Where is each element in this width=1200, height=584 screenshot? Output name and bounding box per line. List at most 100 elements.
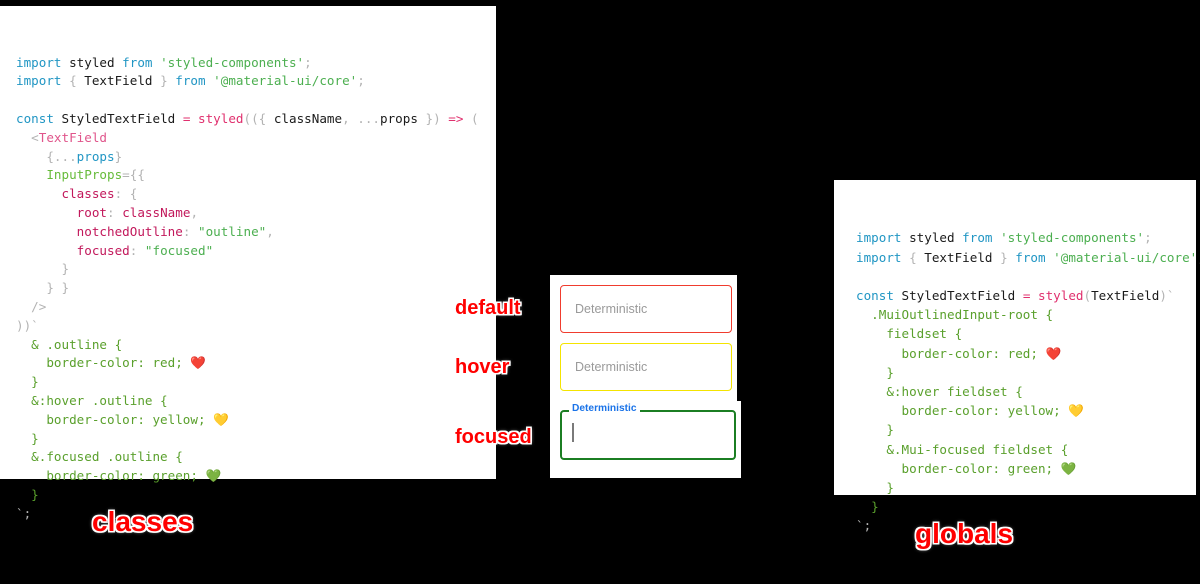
code-token: notchedOutline: [76, 223, 183, 239]
code-token: 💛: [1068, 403, 1084, 419]
textfield-focused-fieldset: [560, 410, 736, 460]
code-line: classes: {: [16, 185, 496, 204]
code-token: `;: [856, 518, 872, 534]
code-token: [16, 243, 77, 258]
code-line: border-color: green; 💚: [856, 459, 1196, 478]
text-caret: [572, 423, 574, 442]
code-line: import { TextField } from '@material-ui/…: [16, 72, 496, 91]
code-token: }: [16, 430, 39, 446]
code-line: border-color: red; ❤️: [16, 354, 496, 373]
code-line: const StyledTextField = styled(TextField…: [856, 286, 1196, 305]
textfield-demo-panel: Deterministic Deterministic: [550, 275, 737, 401]
code-token: const: [16, 110, 62, 126]
code-line: root: className,: [16, 204, 496, 223]
code-token: [16, 205, 77, 220]
code-token: (: [1083, 288, 1092, 304]
code-token: border-color: green;: [856, 460, 1061, 476]
code-token: ,: [190, 204, 199, 220]
code-panel-globals: import styled from 'styled-components';i…: [834, 180, 1200, 533]
code-line: [16, 91, 496, 110]
code-token: }: [856, 480, 894, 496]
code-token: "outline": [198, 223, 267, 239]
code-token: &.Mui-focused fieldset {: [856, 441, 1069, 457]
code-token: :: [107, 204, 123, 220]
code-token: &.focused .outline {: [16, 449, 183, 465]
code-token: import: [856, 230, 910, 246]
code-token: props: [380, 110, 418, 126]
code-panel-classes: import styled from 'styled-components';i…: [0, 6, 496, 521]
code-block-globals[interactable]: import styled from 'styled-components';i…: [856, 228, 1200, 535]
code-token: }: [856, 364, 894, 380]
code-line: }: [856, 497, 1196, 516]
code-token: }: [16, 261, 70, 277]
code-line: import styled from 'styled-components';: [16, 54, 496, 73]
code-token: import: [16, 73, 70, 89]
code-token: ❤️: [190, 355, 207, 371]
code-line: <TextField: [16, 129, 496, 148]
code-line: &:hover .outline {: [16, 392, 496, 411]
code-line: } }: [16, 279, 496, 298]
code-line: InputProps={{: [16, 166, 496, 185]
code-line: {...props}: [16, 148, 496, 167]
code-token: ,: [266, 223, 274, 239]
code-line: border-color: green; 💚: [16, 467, 496, 486]
code-token: ,: [342, 110, 358, 126]
code-token: [16, 186, 62, 201]
code-token: '@material-ui/core': [213, 73, 358, 89]
code-token: className: [122, 204, 191, 220]
code-token: root: [76, 204, 108, 220]
code-token: styled: [198, 110, 244, 126]
annotation-hover: hover: [455, 356, 510, 378]
code-line: [856, 267, 1196, 286]
code-token: className: [273, 110, 343, 126]
code-token: border-color: red;: [16, 355, 191, 371]
textfield-focused[interactable]: Deterministic: [560, 403, 736, 460]
code-token: from: [962, 230, 1001, 246]
code-line: &:hover fieldset {: [856, 382, 1196, 401]
textfield-demo-panel-focused: Deterministic: [550, 401, 741, 478]
code-token: (: [471, 110, 479, 126]
code-token: }: [992, 249, 1016, 265]
code-line: `;: [16, 505, 496, 524]
code-token: />: [16, 298, 47, 314]
code-token: } }: [16, 280, 70, 296]
textfield-hover[interactable]: Deterministic: [560, 343, 732, 391]
code-token: TextField: [84, 73, 153, 89]
code-token: }: [16, 374, 39, 390]
code-line: />: [16, 298, 496, 317]
code-token: "focused": [144, 242, 214, 258]
code-token: =>: [448, 110, 472, 126]
code-token: ...: [53, 148, 77, 164]
code-line: import { TextField } from '@material-ui/…: [856, 248, 1200, 267]
code-token: : {: [114, 186, 138, 202]
code-line: border-color: yellow; 💛: [16, 411, 496, 430]
code-token: styled: [1038, 288, 1084, 304]
code-token: fieldset {: [856, 326, 963, 342]
code-token: }: [152, 73, 176, 89]
code-token: ;: [304, 54, 312, 70]
code-token: 💛: [213, 411, 229, 427]
code-token: import: [856, 249, 910, 265]
code-line: }: [16, 486, 496, 505]
code-token: TextField: [924, 249, 993, 265]
code-line: ))`: [16, 317, 496, 336]
code-token: 💚: [1060, 460, 1077, 476]
code-token: StyledTextField: [61, 110, 183, 126]
code-line: }: [16, 430, 496, 449]
code-token: =: [182, 110, 198, 126]
textfield-default[interactable]: Deterministic: [560, 285, 732, 333]
code-block-classes[interactable]: import styled from 'styled-components';i…: [16, 54, 496, 524]
textfield-focused-legend: Deterministic: [569, 403, 640, 417]
code-token: InputProps: [46, 167, 123, 183]
code-token: styled: [69, 54, 123, 70]
code-token: 'styled-components': [1000, 230, 1145, 246]
code-token: import: [16, 54, 70, 70]
code-token: props: [76, 148, 115, 164]
code-token: ...: [357, 110, 381, 126]
code-token: & .outline {: [16, 336, 123, 352]
code-line: }: [856, 363, 1196, 382]
annotation-default: default: [455, 297, 521, 319]
textfield-hover-value: Deterministic: [575, 360, 648, 374]
code-token: border-color: red;: [856, 345, 1046, 361]
code-line: }: [16, 373, 496, 392]
